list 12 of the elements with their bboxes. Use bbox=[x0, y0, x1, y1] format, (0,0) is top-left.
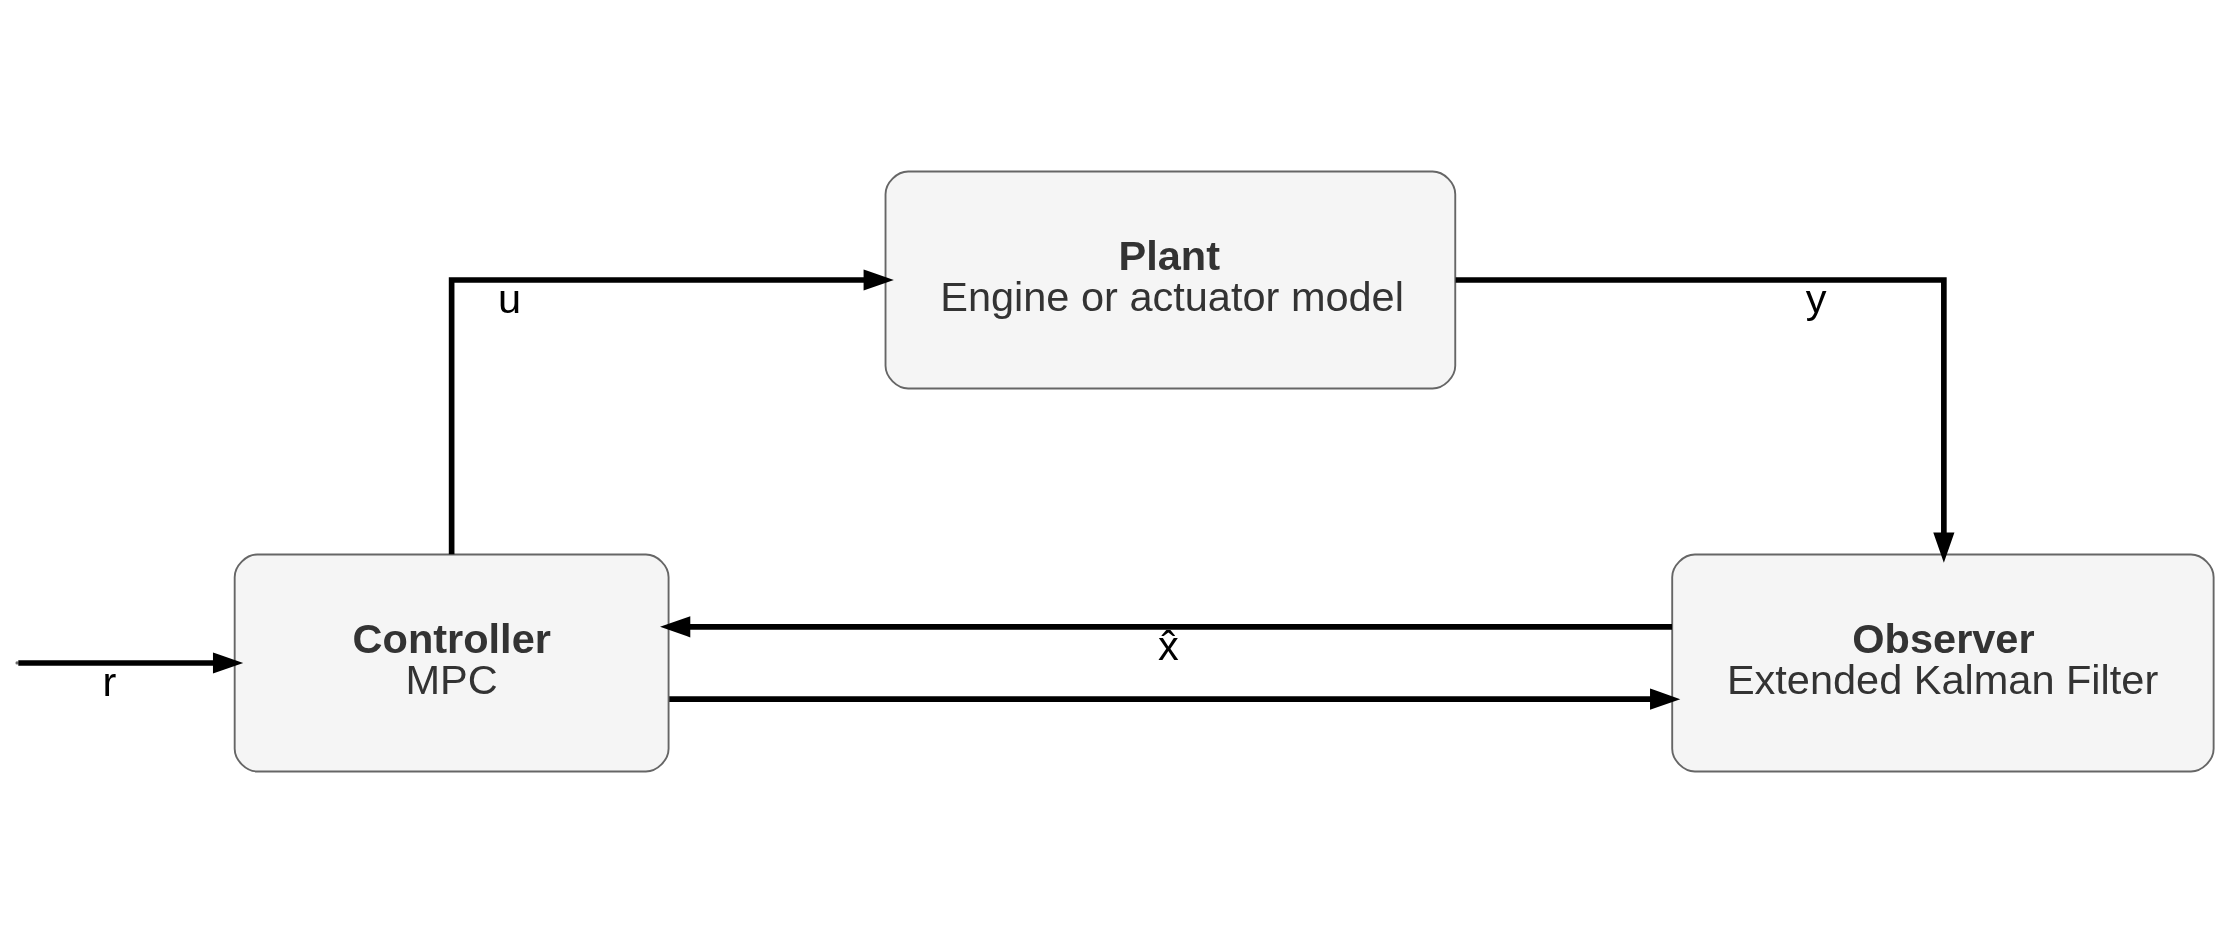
arrow bbox=[660, 615, 1672, 637]
arrow bbox=[448, 268, 894, 554]
edge-label: x̂ bbox=[1158, 621, 1179, 669]
node-box: Observer Extended Kalman Filter bbox=[1671, 553, 2215, 772]
arrow bbox=[18, 651, 244, 674]
edge-label: y bbox=[1805, 274, 1827, 322]
edge-label: u bbox=[498, 274, 522, 322]
node-box: Controller MPC bbox=[233, 553, 670, 772]
edge-label: r bbox=[102, 657, 117, 705]
node-box: Plant Engine or actuator model bbox=[884, 170, 1457, 389]
arrow bbox=[669, 688, 1681, 710]
arrow bbox=[1455, 276, 1955, 563]
